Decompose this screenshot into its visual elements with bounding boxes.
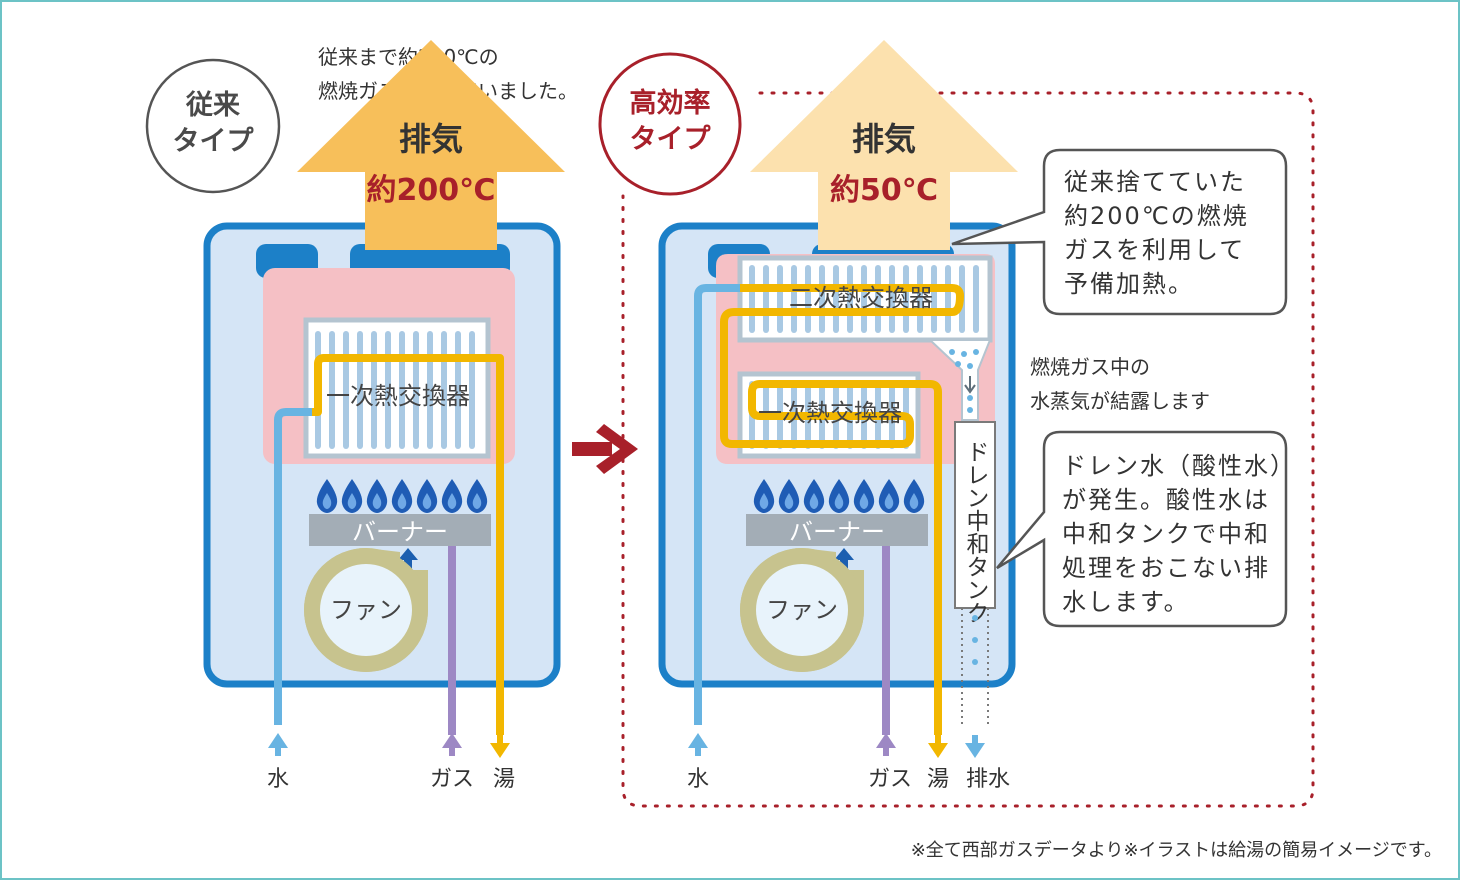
- burner: [746, 514, 928, 546]
- burner-label: バーナー: [352, 518, 448, 546]
- primary-hx-label: 一次熱交換器: [326, 382, 470, 410]
- callout-drain-line-4: 処理をおこない排: [1062, 554, 1270, 582]
- cold-water-pipe: [694, 284, 740, 725]
- badge-line-1: 高効率: [630, 87, 711, 119]
- drain-pipe: [961, 608, 989, 725]
- callout-preheat-line-1: 従来捨てていた: [1064, 168, 1246, 196]
- drain-tank-label: ドレン中和タンク: [962, 440, 990, 624]
- condense-note-line-2: 水蒸気が結露します: [1030, 389, 1210, 413]
- condense-note-line-1: 燃焼ガス中の: [1030, 355, 1150, 379]
- callout-drain-line-5: 水します。: [1062, 588, 1190, 616]
- callout-preheat-line-4: 予備加熱。: [1064, 270, 1194, 298]
- secondary-hx-label: 二次熱交換器: [789, 284, 933, 312]
- water-in-arrow: [268, 733, 288, 756]
- transition-arrow-icon: [572, 424, 638, 474]
- hot-water-out-arrow: [928, 735, 948, 758]
- drop-arrow: [964, 376, 976, 394]
- badge-line-1: 従来: [185, 90, 240, 121]
- label-hot-water: 湯: [927, 767, 949, 792]
- badge-line-2: タイプ: [173, 126, 255, 157]
- air-flow-arrow: [398, 548, 418, 570]
- label-water: 水: [267, 767, 289, 792]
- drain-drops: [972, 615, 978, 665]
- burner-label: バーナー: [789, 518, 885, 546]
- fan: ファン: [740, 548, 864, 672]
- conventional-type-diagram: 従来 タイプ 従来まで約200℃の 燃焼ガスを捨てていました。 排気 約200℃: [145, 40, 578, 792]
- high-efficiency-badge: 高効率 タイプ: [598, 52, 742, 196]
- fan-label: ファン: [766, 596, 838, 624]
- label-drain-water: 排水: [966, 767, 1010, 792]
- fan: ファン: [304, 548, 428, 672]
- conventional-exhaust-arrow: 排気 約200℃: [297, 40, 565, 250]
- label-gas: ガス: [430, 767, 474, 792]
- gas-in-arrow: [876, 733, 896, 756]
- drain-neutralization-tank: ドレン中和タンク: [954, 421, 996, 624]
- burner: [309, 514, 491, 546]
- high-efficiency-type-diagram: 高効率 タイプ 排気 約50℃: [598, 40, 1315, 808]
- callout-drain-water: ドレン水（酸性水） が発生。酸性水は 中和タンクで中和 処理をおこない排 水しま…: [996, 430, 1296, 628]
- air-flow-arrow: [834, 548, 854, 570]
- callout-preheat: 従来捨てていた 約200℃の燃焼 ガスを利用して 予備加熱。: [951, 148, 1288, 316]
- footnote: ※全て西部ガスデータより※イラストは給湯の簡易イメージです。: [911, 840, 1442, 861]
- conventional-badge: 従来 タイプ: [145, 58, 281, 194]
- exhaust-temperature: 約200℃: [367, 173, 496, 208]
- high-efficiency-exhaust-arrow: 排気 約50℃: [750, 40, 1018, 250]
- badge-line-2: タイプ: [630, 124, 712, 155]
- exhaust-title: 排気: [852, 120, 916, 158]
- exhaust-temperature: 約50℃: [830, 173, 938, 208]
- label-hot-water: 湯: [493, 767, 515, 792]
- callout-drain-line-2: が発生。酸性水は: [1062, 486, 1270, 514]
- hot-water-pipe: [312, 354, 504, 735]
- hot-water-out-arrow: [490, 735, 510, 758]
- drain-out-arrow: [965, 735, 985, 758]
- callout-preheat-line-3: ガスを利用して: [1064, 236, 1245, 264]
- condensate-funnel: [927, 339, 992, 421]
- fan-label: ファン: [330, 596, 402, 624]
- callout-preheat-line-2: 約200℃の燃焼: [1064, 202, 1249, 230]
- primary-hx-label: 一次熱交換器: [758, 399, 902, 427]
- water-in-arrow: [688, 733, 708, 756]
- primary-heat-exchanger: [303, 317, 491, 459]
- secondary-heat-exchanger: [737, 255, 993, 343]
- callout-drain-line-1: ドレン水（酸性水）: [1062, 452, 1296, 480]
- gas-in-arrow: [442, 733, 462, 756]
- label-water: 水: [687, 767, 709, 792]
- label-gas: ガス: [868, 767, 912, 792]
- callout-drain-line-3: 中和タンクで中和: [1062, 520, 1270, 548]
- condensation-drops: [949, 349, 979, 413]
- hot-water-pipe: [720, 284, 964, 735]
- cold-water-pipe: [274, 408, 312, 725]
- exhaust-title: 排気: [399, 120, 463, 158]
